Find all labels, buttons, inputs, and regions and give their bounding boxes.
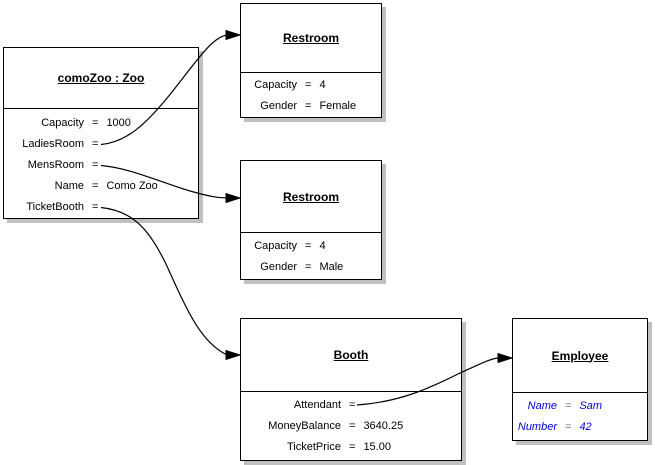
equals-sign: = [349,398,356,411]
attribute-row: Capacity = 4 [241,235,381,256]
equals-sign: = [92,200,99,213]
attribute-row: Attendant = [241,394,461,415]
attribute-value: 4 [319,78,326,91]
object-title-compartment: Booth [241,319,461,392]
equals-sign: = [349,419,356,432]
attribute-compartment: Capacity = 1000 LadiesRoom = MensRoom = … [4,109,198,217]
attribute-row: Gender = Female [241,95,381,116]
attribute-row: Name = Como Zoo [4,175,198,196]
attribute-value: 1000 [106,116,131,129]
attribute-name: Number [517,420,557,433]
object-title: Restroom [282,31,339,45]
object-box-comozoo[interactable]: comoZoo : Zoo Capacity = 1000 LadiesRoom… [3,47,199,219]
equals-sign: = [565,420,572,433]
attribute-row: Name = Sam [513,395,647,416]
object-title: Restroom [282,189,339,204]
object-title: Employee [551,348,609,363]
attribute-name: TicketPrice [287,440,341,453]
attribute-name: MensRoom [27,158,84,171]
connector-ticketbooth-to-booth[interactable] [100,206,228,356]
attribute-name: TicketBooth [26,200,84,213]
equals-sign: = [305,99,312,112]
object-title-compartment: Restroom [241,161,381,233]
attribute-row: MoneyBalance = 3640.25 [241,415,461,436]
arrowhead-booth [225,349,242,361]
attribute-name: Name [54,179,84,192]
object-title: comoZoo : Zoo [57,71,145,85]
object-title-compartment: Restroom [241,4,381,73]
attribute-value: 4 [319,239,326,252]
attribute-value: Como Zoo [106,179,158,192]
object-box-restroom-male[interactable]: Restroom Capacity = 4 Gender = Male [240,160,382,280]
equals-sign: = [565,399,572,412]
arrowhead-employee [497,352,514,364]
attribute-name: Capacity [254,78,297,91]
attribute-row: Capacity = 4 [241,74,381,95]
object-title-compartment: Employee [513,319,647,393]
attribute-row: TicketBooth = [4,196,198,217]
attribute-name: Name [527,399,557,412]
attribute-compartment: Attendant = MoneyBalance = 3640.25 Ticke… [241,392,461,457]
equals-sign: = [92,158,99,171]
object-title: Booth [333,348,369,362]
equals-sign: = [349,440,356,453]
attribute-compartment: Capacity = 4 Gender = Female [241,73,381,116]
object-title-compartment: comoZoo : Zoo [4,48,198,109]
attribute-row: TicketPrice = 15.00 [241,436,461,457]
attribute-row: MensRoom = [4,154,198,175]
object-box-restroom-female[interactable]: Restroom Capacity = 4 Gender = Female [240,3,382,118]
attribute-row: Gender = Male [241,256,381,277]
equals-sign: = [305,78,312,91]
attribute-name: Gender [260,260,297,273]
attribute-value: 42 [579,420,592,433]
object-box-employee[interactable]: Employee Name = Sam Number = 42 [512,318,648,441]
equals-sign: = [92,179,99,192]
attribute-name: MoneyBalance [268,419,341,432]
equals-sign: = [305,260,312,273]
attribute-name: LadiesRoom [22,137,84,150]
attribute-compartment: Name = Sam Number = 42 [513,393,647,437]
object-box-booth[interactable]: Booth Attendant = MoneyBalance = 3640.25… [240,318,462,461]
equals-sign: = [92,116,99,129]
attribute-row: Capacity = 1000 [4,112,198,133]
equals-sign: = [92,137,99,150]
arrowhead-restroom-female [225,29,242,41]
attribute-value: 3640.25 [363,419,404,432]
attribute-row: Number = 42 [513,416,647,437]
attribute-name: Capacity [254,239,297,252]
equals-sign: = [305,239,312,252]
attribute-value: Female [319,99,357,112]
attribute-row: LadiesRoom = [4,133,198,154]
arrowhead-restroom-male [225,192,242,204]
attribute-name: Capacity [41,116,84,129]
attribute-value: Male [319,260,344,273]
attribute-name: Gender [260,99,297,112]
attribute-value: 15.00 [363,440,391,453]
attribute-compartment: Capacity = 4 Gender = Male [241,233,381,277]
attribute-value: Sam [579,399,603,412]
attribute-name: Attendant [293,398,341,411]
